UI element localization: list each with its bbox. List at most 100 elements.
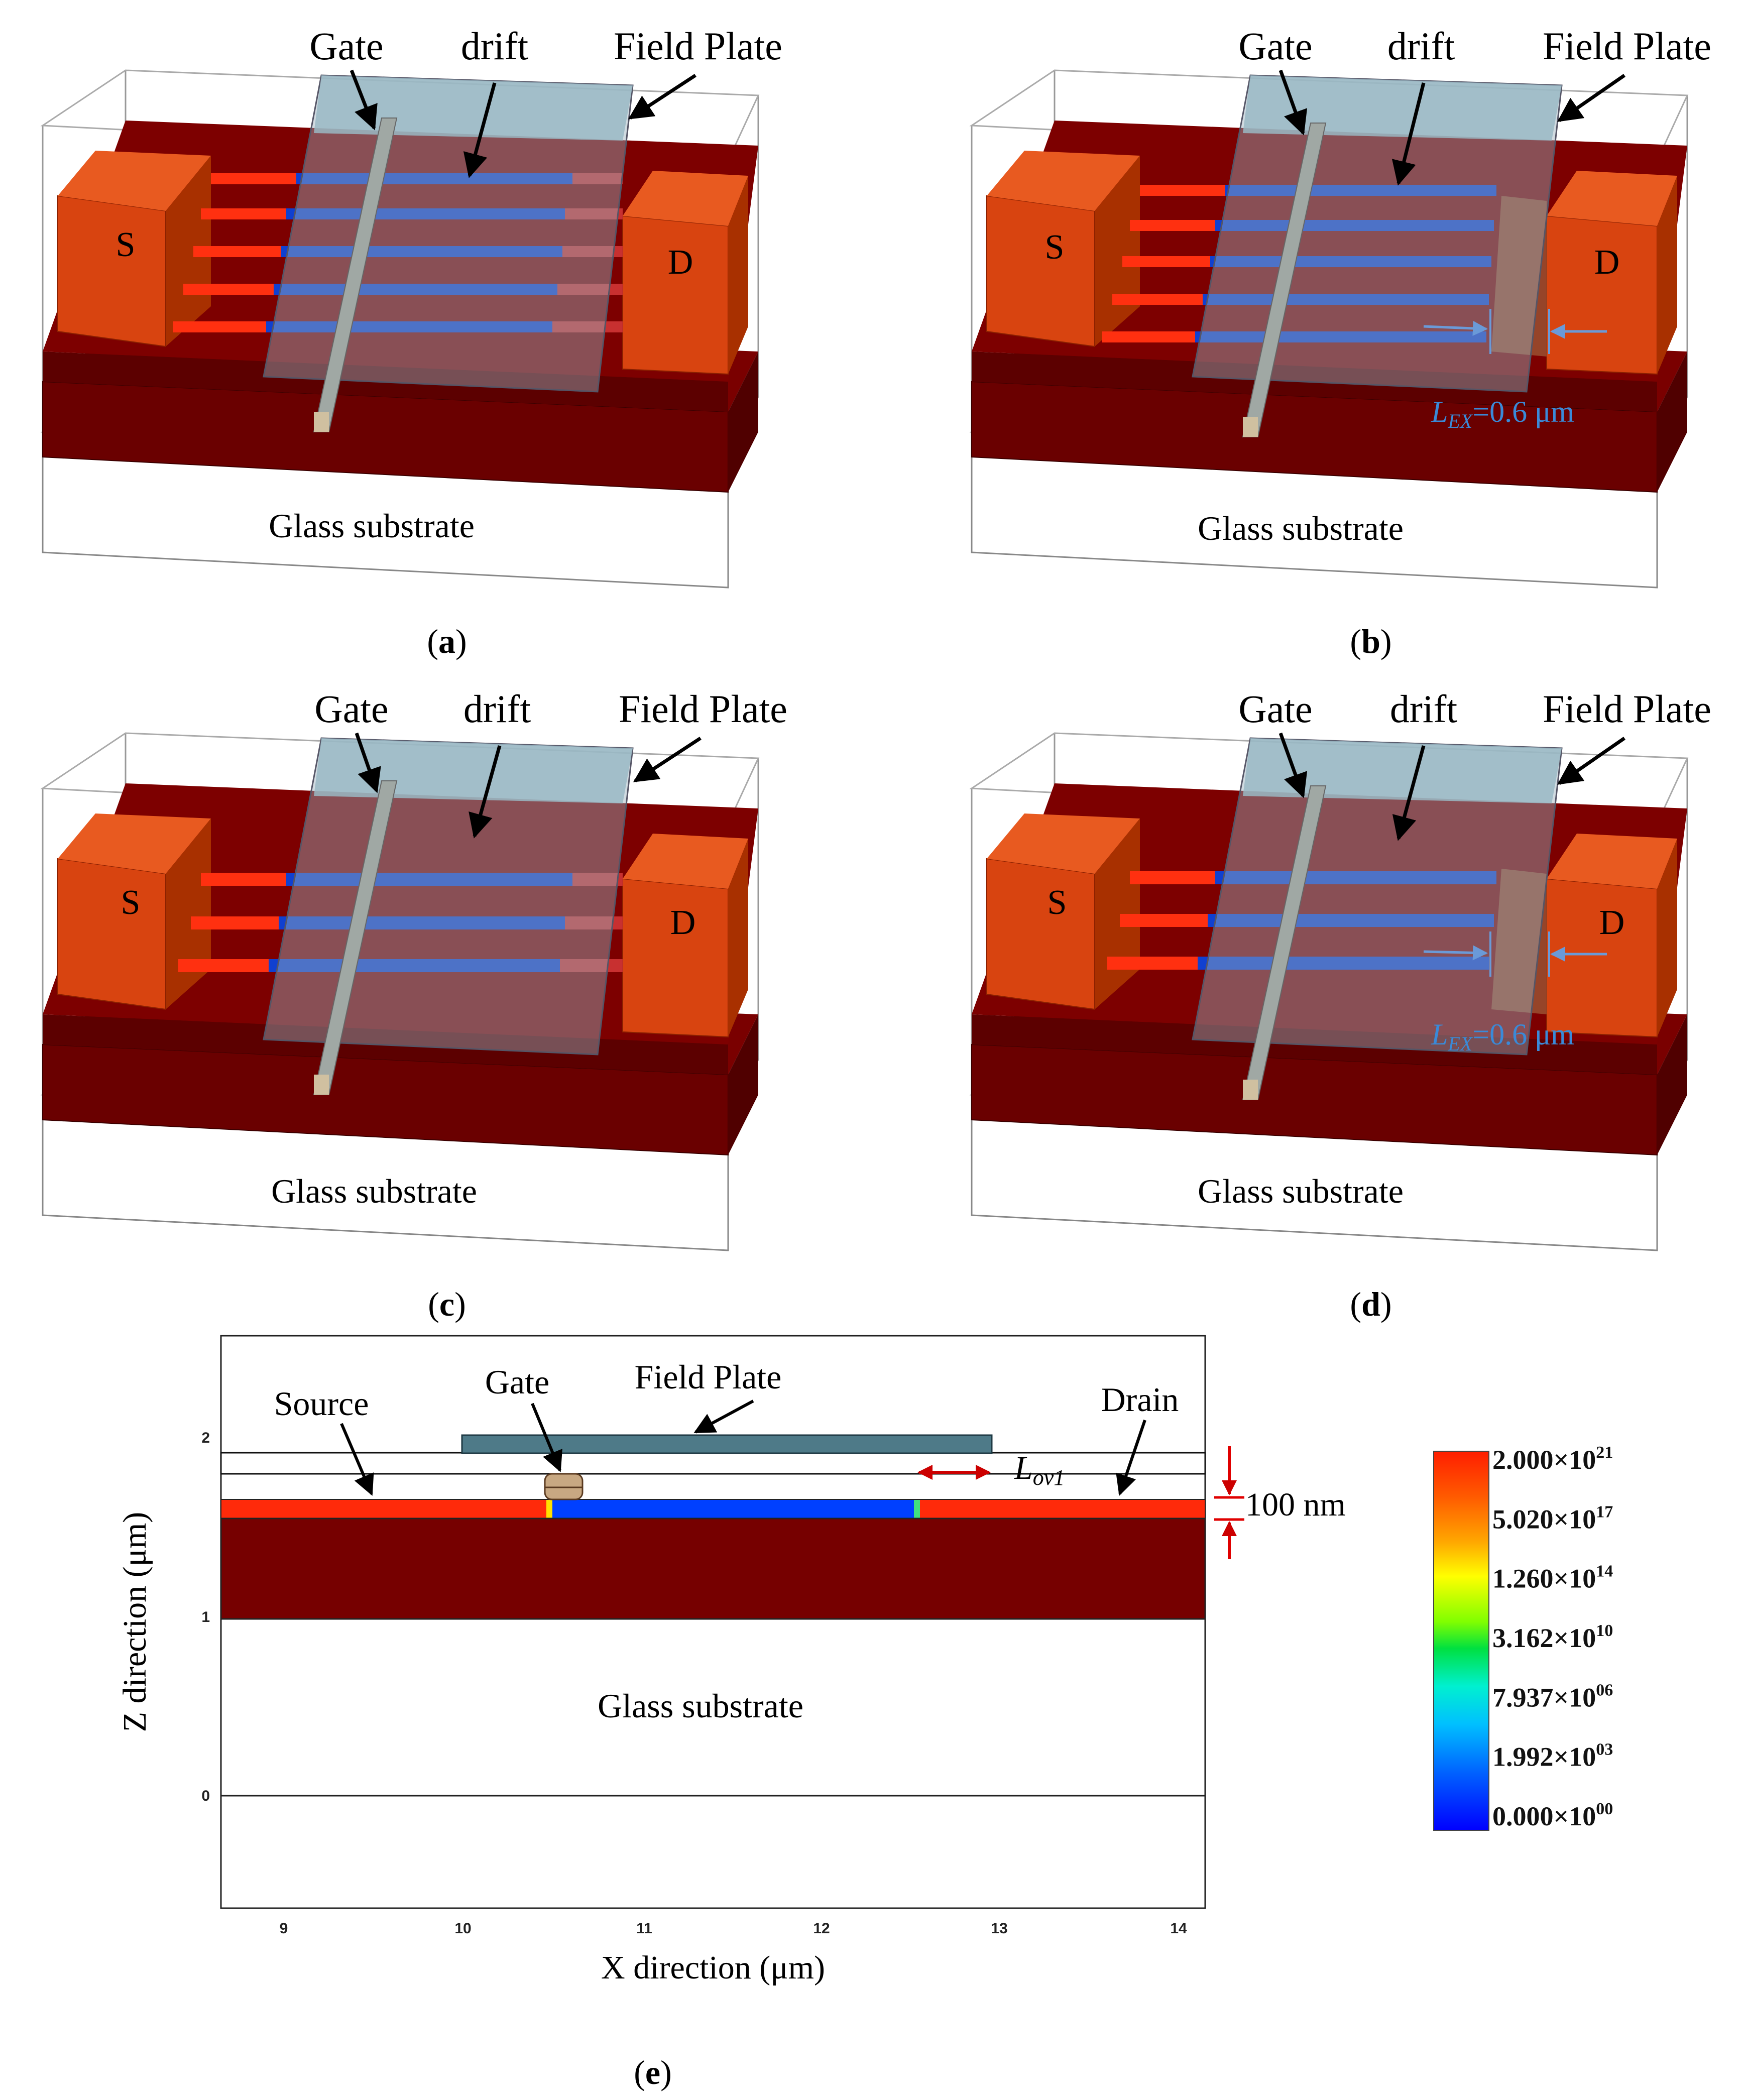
panel-a: S D <box>40 24 782 660</box>
drain-contact: D <box>1546 171 1677 375</box>
panel-3d-device: S D <box>40 69 760 589</box>
gate-arrow <box>1278 69 1308 136</box>
x-tick: 9 <box>280 1920 288 1937</box>
drift-arrow <box>1392 745 1426 841</box>
caption-b: (b) <box>1350 622 1391 660</box>
field-plate <box>263 737 634 1056</box>
channel <box>1130 871 1496 884</box>
source-label: S <box>116 225 136 264</box>
substrate-label: Glass substrate <box>1198 1172 1404 1210</box>
drain-extension <box>1491 869 1547 1014</box>
x-axis: 9 10 11 12 13 14 X direction (μm) <box>280 1920 1187 1986</box>
drain-label: D <box>1594 243 1620 282</box>
y-axis-label: Z direction (μm) <box>117 1512 153 1732</box>
field-plate-arrow <box>633 737 702 782</box>
panel-3d-device: S D <box>969 732 1689 1251</box>
channel <box>193 246 623 257</box>
drift-arrow <box>469 745 502 839</box>
colorbar-labels: 2.000×10215.020×10171.260×10143.162×1010… <box>1492 1443 1613 1831</box>
x-tick: 11 <box>636 1920 652 1937</box>
drain-contact: D <box>1546 834 1677 1038</box>
colorbar: 2.000×10215.020×10171.260×10143.162×1010… <box>1433 1443 1613 1831</box>
substrate-label: Glass substrate <box>269 507 475 545</box>
gate-label: Gate <box>309 24 383 68</box>
drift-label: drift <box>463 687 531 731</box>
drain-label: Drain <box>1101 1380 1179 1419</box>
field-plate <box>263 74 634 393</box>
channels <box>178 873 623 972</box>
source-contact: S <box>57 151 211 347</box>
gate-label: Gate <box>1238 24 1312 68</box>
channels <box>1107 871 1496 970</box>
drain-extension <box>1491 196 1547 357</box>
drain-contact: D <box>622 171 748 375</box>
gate-arrow <box>1278 732 1308 798</box>
source-contact: S <box>57 813 211 1010</box>
panel-e-cross-section: 9 10 11 12 13 14 X direction (μm) 0 1 2 … <box>117 1335 1346 2091</box>
panel-b: S D <box>969 24 1711 660</box>
field-plate-arrow <box>628 74 696 120</box>
source-label: S <box>1045 228 1065 267</box>
gate-electrode <box>1242 123 1327 437</box>
caption-c: (c) <box>428 1285 466 1323</box>
x-tick: 13 <box>991 1920 1007 1937</box>
caption-d: (d) <box>1350 1285 1391 1323</box>
drift-label: drift <box>461 24 529 68</box>
lov-label: Lov1 <box>1014 1450 1065 1490</box>
channel <box>201 208 623 219</box>
source-contact: S <box>986 813 1140 1010</box>
colorbar-label: 7.937×1006 <box>1492 1681 1613 1712</box>
source-arrow <box>340 1423 374 1496</box>
channels <box>1102 185 1496 342</box>
substrate-label: Glass substrate <box>598 1687 803 1725</box>
field-plate-arrow <box>1557 737 1625 785</box>
y-tick: 2 <box>201 1430 210 1446</box>
field-plate-label: Field Plate <box>614 24 782 68</box>
thickness-label: 100 nm <box>1245 1486 1346 1523</box>
gate-arrow <box>350 69 378 131</box>
channel <box>191 916 623 929</box>
y-tick: 1 <box>201 1609 210 1625</box>
top-oxide <box>220 1452 1206 1475</box>
y-tick: 0 <box>201 1788 210 1804</box>
colorbar-label: 0.000×1000 <box>1492 1800 1613 1831</box>
x-tick: 14 <box>1170 1920 1187 1937</box>
channel <box>1107 957 1489 970</box>
drift-label: drift <box>1390 687 1458 731</box>
field-plate-label: Field Plate <box>1543 24 1711 68</box>
lex-label: LEX=0.6 μm <box>1431 1018 1574 1055</box>
colorbar-label: 1.992×1003 <box>1492 1740 1613 1772</box>
x-tick: 12 <box>813 1920 830 1937</box>
channel <box>211 173 623 184</box>
substrate-label: Glass substrate <box>1198 509 1404 547</box>
caption-a: (a) <box>427 622 467 660</box>
field-plate-label: Field Plate <box>635 1358 782 1396</box>
field-plate-label: Field Plate <box>619 687 787 731</box>
source-contact: S <box>986 151 1140 347</box>
panel-3d-device: S D <box>969 69 1689 589</box>
source-label: Source <box>274 1384 369 1423</box>
gate-arrow <box>531 1403 562 1472</box>
drain-label: D <box>1599 903 1625 942</box>
glass-substrate-section <box>220 1618 1206 1797</box>
source-label: S <box>1048 883 1067 922</box>
colorbar-gradient <box>1433 1451 1489 1831</box>
y-axis: 0 1 2 Z direction (μm) <box>117 1430 210 1804</box>
colorbar-label: 2.000×1021 <box>1492 1443 1613 1475</box>
lex-arrow-left <box>1423 320 1488 336</box>
channel <box>1130 220 1494 231</box>
panel-3d-device: S D <box>40 732 760 1251</box>
field-plate-section <box>461 1434 993 1454</box>
panel-c: S D Gate drift Field Plate <box>40 687 787 1323</box>
colorbar-label: 1.260×1014 <box>1492 1562 1613 1594</box>
drift-arrow <box>463 82 497 178</box>
channel <box>178 959 623 972</box>
colorbar-label: 3.162×1010 <box>1492 1621 1613 1653</box>
channel <box>1120 914 1494 927</box>
body-layer <box>220 1518 1206 1620</box>
panel-d: S D LEX=0.6 μ <box>969 687 1711 1323</box>
field-plate-label: Field Plate <box>1543 687 1711 731</box>
x-axis-label: X direction (μm) <box>601 1949 825 1986</box>
channel <box>1140 185 1496 196</box>
gate-arrow <box>355 732 381 793</box>
